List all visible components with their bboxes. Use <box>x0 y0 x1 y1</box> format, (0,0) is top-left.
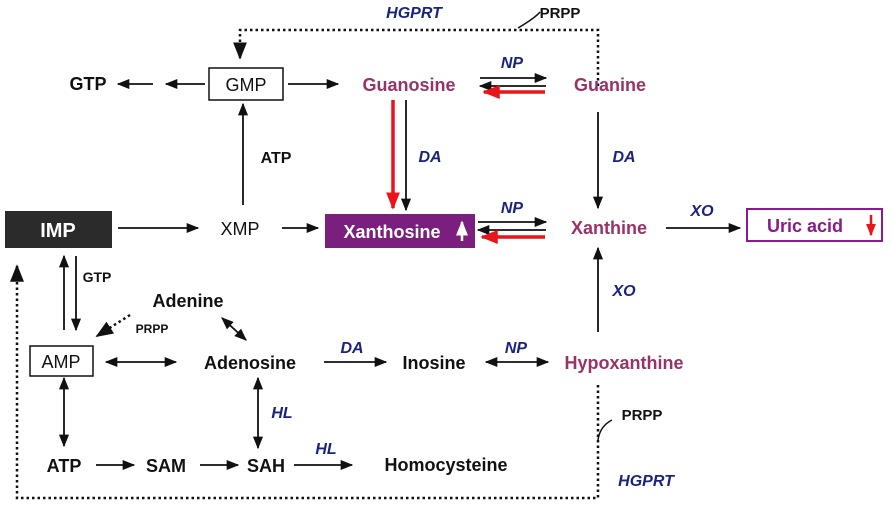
prpp-amp-label: PRPP <box>136 322 169 336</box>
sam-label: SAM <box>146 456 186 476</box>
da-guanine-label: DA <box>612 149 635 166</box>
hgprt-top-label: HGPRT <box>386 5 443 22</box>
uric-acid-label: Uric acid <box>767 216 843 236</box>
da-adenosine-label: DA <box>340 340 363 357</box>
xanthosine-label: Xanthosine <box>343 222 440 242</box>
arrow-adenine-adenosine <box>221 317 247 341</box>
np-inosine-label: NP <box>505 340 528 357</box>
xo-xanthine-label: XO <box>689 203 714 220</box>
da-guanosine-label: DA <box>418 149 441 166</box>
np-xanthosine-label: NP <box>501 200 524 217</box>
hgprt-salvage-top-loop <box>233 28 600 86</box>
homocysteine-label: Homocysteine <box>384 455 507 475</box>
amp-label: AMP <box>41 352 80 372</box>
amp-box <box>29 345 94 377</box>
adenosine-label: Adenosine <box>204 353 296 373</box>
gtp-top-label: GTP <box>69 74 106 94</box>
np-guanosine-label: NP <box>501 55 524 72</box>
prpp-right-label: PRPP <box>622 407 663 424</box>
gmp-label: GMP <box>225 75 266 95</box>
hl-sah-label: HL <box>271 405 292 422</box>
gtp-cofactor-label: GTP <box>83 269 112 285</box>
imp-box <box>5 211 112 248</box>
inosine-label: Inosine <box>402 353 465 373</box>
hl-homocysteine-label: HL <box>315 441 336 458</box>
xanthosine-box <box>325 214 475 248</box>
xo-hypoxanthine-label: XO <box>611 283 636 300</box>
uric-acid-box <box>746 208 883 242</box>
sah-label: SAH <box>247 456 285 476</box>
guanosine-label: Guanosine <box>362 75 455 95</box>
prpp-top-curve <box>517 11 541 29</box>
adenine-label: Adenine <box>152 291 223 311</box>
atp-bottom-label: ATP <box>47 456 82 476</box>
gmp-box <box>208 67 284 101</box>
hgprt-salvage-bottom-loop <box>9 264 600 500</box>
prpp-top-label: PRPP <box>540 5 581 22</box>
prpp-right-curve <box>597 419 613 441</box>
atp-cofactor-label: ATP <box>261 150 292 167</box>
hgprt-bottom-label: HGPRT <box>618 473 675 490</box>
prpp-to-amp-dotted <box>95 313 131 338</box>
xanthine-label: Xanthine <box>571 218 647 238</box>
hypoxanthine-label: Hypoxanthine <box>564 353 683 373</box>
xmp-label: XMP <box>220 219 259 239</box>
guanine-label: Guanine <box>574 75 646 95</box>
imp-label: IMP <box>40 220 76 242</box>
